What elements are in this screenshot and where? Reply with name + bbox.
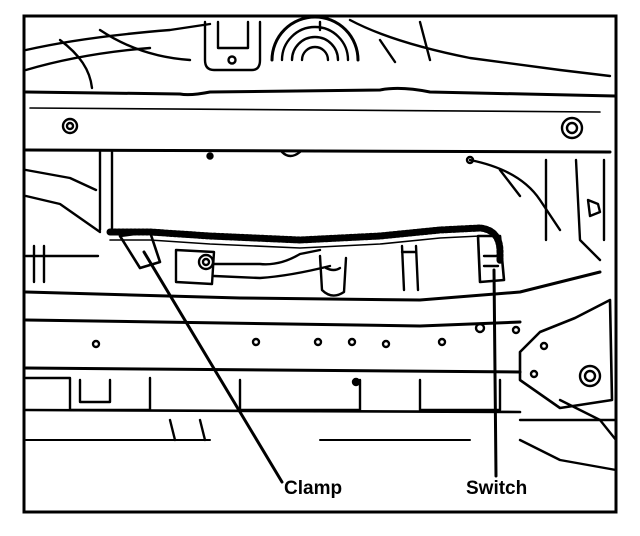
clamp-body: [118, 230, 162, 270]
vehicle-underbody-drawing: [24, 15, 618, 472]
switch-leader-line: [492, 268, 498, 478]
clamp-label: Clamp: [284, 478, 342, 499]
clamp-leader-line: [142, 250, 284, 484]
switch-label: Switch: [466, 478, 527, 499]
switch-body: [476, 234, 506, 284]
wiring-harness: [106, 224, 504, 266]
